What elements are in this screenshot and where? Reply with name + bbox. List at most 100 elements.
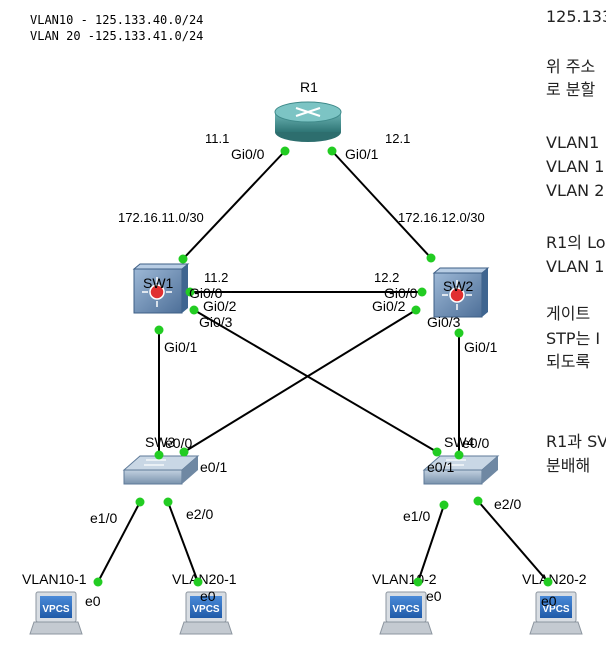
port-dot bbox=[135, 497, 145, 507]
monitor-icon bbox=[40, 596, 72, 618]
port-dot bbox=[413, 577, 423, 587]
side-text-line: VLAN 1 bbox=[546, 157, 604, 176]
port-dot bbox=[185, 287, 195, 297]
vpcs-label: VPCS bbox=[542, 604, 570, 615]
side-text-panel: 125.133 위 주소 로 분할 VLAN1 VLAN 1 VLAN 2 R1… bbox=[546, 7, 606, 475]
device-label-pc1: VLAN10-1 bbox=[22, 571, 87, 587]
port-label: e0/1 bbox=[200, 459, 227, 475]
subnet-label-right: 172.16.12.0/30 bbox=[398, 210, 485, 225]
link-sw4-pc3 bbox=[417, 504, 445, 583]
switch-sw1[interactable]: SW1 bbox=[132, 263, 190, 314]
pc-vlan20-2[interactable]: VPCS VLAN20-2 bbox=[522, 571, 587, 635]
device-label-sw2: SW2 bbox=[443, 278, 474, 294]
l2-switch-icon bbox=[444, 459, 466, 466]
side-text-line: VLAN 1 bbox=[546, 257, 604, 276]
vpcs-label: VPCS bbox=[42, 604, 70, 615]
port-label: Gi0/0 bbox=[384, 285, 418, 301]
l2-switch-icon bbox=[144, 459, 166, 466]
side-text-line: R1의 Lo bbox=[546, 233, 606, 252]
port-dot bbox=[439, 500, 449, 510]
port-dot bbox=[93, 577, 103, 587]
port-dots bbox=[93, 146, 553, 587]
port-label: e0 bbox=[541, 593, 557, 609]
side-text-line: 위 주소 bbox=[546, 57, 595, 76]
ip-label-r1-left: 11.1 bbox=[205, 131, 229, 146]
monitor-icon bbox=[390, 596, 422, 618]
port-label: e0 bbox=[85, 593, 101, 609]
port-label: Gi0/1 bbox=[164, 339, 198, 355]
vpcs-label: VPCS bbox=[392, 604, 420, 615]
vpcs-label: VPCS bbox=[192, 604, 220, 615]
port-dot bbox=[280, 146, 290, 156]
device-label-pc2: VLAN20-1 bbox=[172, 571, 237, 587]
pc-vlan10-1[interactable]: VPCS VLAN10-1 bbox=[22, 571, 87, 635]
side-text-line: STP는 I bbox=[546, 329, 600, 348]
pc-vlan10-2[interactable]: VPCS VLAN10-2 bbox=[372, 571, 437, 635]
side-text-line: VLAN 2 bbox=[546, 181, 604, 200]
port-label: e0/0 bbox=[462, 435, 489, 451]
port-dot bbox=[417, 287, 427, 297]
side-text-line: R1과 SV bbox=[546, 432, 606, 451]
port-dot bbox=[154, 325, 164, 335]
port-dot bbox=[189, 305, 199, 315]
port-label: Gi0/1 bbox=[345, 146, 379, 162]
port-label: Gi0/0 bbox=[231, 146, 265, 162]
subnet-label-left: 172.16.11.0/30 bbox=[118, 210, 204, 225]
monitor-icon bbox=[190, 596, 222, 618]
device-label-pc4: VLAN20-2 bbox=[522, 571, 587, 587]
router-arrows-icon bbox=[295, 107, 321, 117]
switch-sw3[interactable]: SW3 bbox=[122, 434, 200, 485]
port-dot bbox=[473, 496, 483, 506]
switch-sw2[interactable]: SW2 bbox=[432, 267, 490, 318]
port-label: e1/0 bbox=[403, 508, 430, 524]
port-dot bbox=[327, 146, 337, 156]
side-text-line: 분배해 bbox=[546, 456, 590, 475]
port-label: e0/1 bbox=[427, 459, 454, 475]
side-text-line: VLAN1 bbox=[546, 133, 599, 152]
port-label: e1/0 bbox=[90, 510, 117, 526]
port-dot bbox=[432, 447, 442, 457]
link-sw3-pc2 bbox=[167, 501, 199, 583]
port-dot bbox=[163, 497, 173, 507]
router-r1[interactable]: R1 bbox=[274, 79, 342, 142]
link-sw2-sw3 bbox=[183, 309, 417, 453]
port-label: Gi0/2 bbox=[372, 298, 406, 314]
port-label: e2/0 bbox=[494, 496, 521, 512]
port-dot bbox=[543, 577, 553, 587]
l3-switch-icon bbox=[449, 287, 465, 303]
link-sw4-pc4 bbox=[477, 500, 549, 583]
side-text-line: 125.133 bbox=[546, 7, 606, 26]
ip-label-sw2: 12.2 bbox=[374, 270, 399, 285]
side-text-line: 게이트 bbox=[546, 304, 590, 323]
link-sw3-pc1 bbox=[97, 501, 141, 583]
port-dot bbox=[179, 447, 189, 457]
port-label: e0 bbox=[200, 588, 216, 604]
side-text-line: 되도록 bbox=[546, 352, 590, 371]
port-labels: Gi0/0 Gi0/1 Gi0/0 Gi0/2 Gi0/3 Gi0/1 Gi0/… bbox=[85, 146, 557, 609]
note-vlan10: VLAN10 - 125.133.40.0/24 bbox=[30, 13, 203, 27]
port-label: Gi0/1 bbox=[464, 339, 498, 355]
port-dot bbox=[454, 450, 464, 460]
ip-label-sw1: 11.2 bbox=[204, 270, 228, 285]
note-vlan20: VLAN 20 -125.133.41.0/24 bbox=[30, 29, 203, 43]
device-label-pc3: VLAN10-2 bbox=[372, 571, 437, 587]
device-label-r1: R1 bbox=[300, 79, 318, 95]
port-dot bbox=[426, 253, 436, 263]
device-label-sw4: SW4 bbox=[444, 434, 475, 450]
pc-vlan20-1[interactable]: VPCS VLAN20-1 bbox=[172, 571, 237, 635]
port-label: Gi0/0 bbox=[189, 285, 223, 301]
port-dot bbox=[454, 328, 464, 338]
port-dot bbox=[178, 254, 188, 264]
switch-sw4[interactable]: SW4 bbox=[422, 434, 500, 485]
ip-label-r1-right: 12.1 bbox=[385, 131, 410, 146]
link-r1-sw1 bbox=[182, 150, 286, 260]
port-label: Gi0/3 bbox=[427, 314, 461, 330]
link-r1-sw2 bbox=[331, 150, 432, 259]
side-text-line: 로 분할 bbox=[546, 80, 596, 99]
device-label-sw1: SW1 bbox=[143, 275, 174, 291]
links bbox=[97, 150, 549, 583]
link-sw1-sw4 bbox=[193, 309, 438, 453]
l3-switch-icon bbox=[149, 284, 165, 300]
device-label-sw3: SW3 bbox=[145, 434, 176, 450]
